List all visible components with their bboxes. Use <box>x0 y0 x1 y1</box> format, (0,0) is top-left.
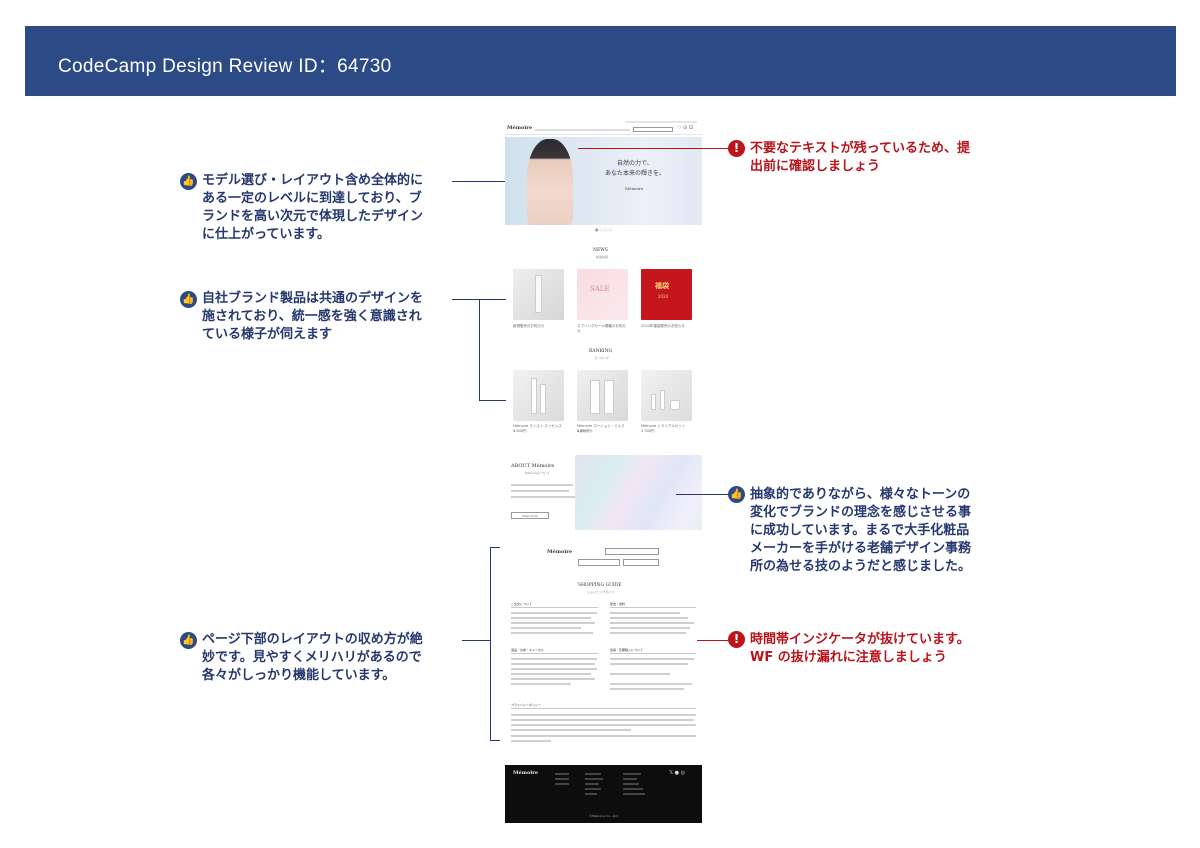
mock-news-title: NEWS <box>593 248 608 253</box>
mock-guide-section-4: 会員・定期購入について <box>610 648 643 652</box>
mock-carousel-dots: ●○○○ <box>595 227 613 232</box>
mock-news-subtitle: 新着情報 <box>596 255 609 259</box>
mock-guide-section-3: 返品・交換・キャンセル <box>511 648 545 652</box>
mock-guide-title: SHOPPING GUIDE <box>578 583 622 588</box>
mock-ranking-title: RANKING <box>589 349 613 354</box>
mock-ranking-label-3: Mémoire トライアルセット <box>641 424 686 428</box>
mock-fukubukuro-text: 福袋 <box>655 282 669 290</box>
mock-search-box <box>633 127 673 132</box>
mock-nav-logo: Mémoire <box>507 125 533 131</box>
mock-ranking-label-1: Mémoire モイスト エッセンス <box>513 424 562 428</box>
connector-line <box>490 547 491 740</box>
comment-left-2: 自社ブランド製品は共通のデザインを 施されており、統一感を強く意識され ている様… <box>202 291 424 342</box>
mock-ranking-label-2: Mémoire ローション・ミルク 2点セット <box>577 424 625 433</box>
mock-banner-1 <box>605 548 659 555</box>
thumbs-up-icon: 👍 <box>180 291 197 308</box>
mock-hero-copy-2: あなた本来の輝きを。 <box>605 170 666 177</box>
header-bar: CodeCamp Design Review ID：64730 <box>25 26 1176 96</box>
mock-ranking-image-2 <box>577 370 628 421</box>
warning-icon: ! <box>728 631 745 648</box>
connector-line <box>462 640 490 641</box>
connector-line <box>676 494 728 495</box>
thumbs-up-icon: 👍 <box>180 632 197 649</box>
mock-cart-icon: ♡ ⊙ ⊡ <box>677 125 694 131</box>
mock-hero-banner: 自然の力で、 あなた本来の輝きを。 Mémoire <box>505 137 702 225</box>
mock-about-subtitle: Mémoireについて <box>525 471 550 475</box>
mock-news-label-1: 新規販売のお知らせ <box>513 324 545 328</box>
connector-line <box>490 547 500 548</box>
mock-about-iridescent-image <box>575 455 702 530</box>
mock-guide-section-2: 配送・送料 <box>610 602 626 606</box>
connector-line <box>490 740 500 741</box>
mock-ranking-price-3: 3,300円 <box>641 429 655 433</box>
mock-footer: Mémoire 𝕏 ● ◎ ©Mémoire Co., Ltd. <box>505 765 702 823</box>
mock-ranking-price-1: 6,600円 <box>513 429 527 433</box>
mock-guide-section-1: ご注文について <box>511 602 532 606</box>
mock-news-image-1 <box>513 269 564 320</box>
mock-ranking-subtitle: ランキング <box>594 356 609 360</box>
thumbs-up-icon: 👍 <box>728 486 745 503</box>
mock-sale-text: SALE <box>590 285 610 293</box>
mock-news-label-3: 2024年福袋販売のお知らせ <box>641 324 685 328</box>
page-title: CodeCamp Design Review ID：64730 <box>58 56 392 77</box>
mock-guide-subtitle: ショッピングガイド <box>587 590 615 594</box>
mock-footer-copyright: ©Mémoire Co., Ltd. <box>589 814 619 818</box>
mock-footer-logo: Mémoire <box>513 770 539 776</box>
warning-icon: ! <box>728 140 745 157</box>
connector-line <box>479 299 480 400</box>
mock-ranking-image-3 <box>641 370 692 421</box>
mock-hero-copy-1: 自然の力で、 <box>617 160 653 167</box>
mock-banner-2 <box>578 559 620 566</box>
connector-line <box>697 640 728 641</box>
mock-footer-social-icons: 𝕏 ● ◎ <box>669 770 685 776</box>
connector-line <box>578 148 728 149</box>
mock-about-button: View more <box>511 512 549 519</box>
comment-right-1: 不要なテキストが残っているため、提 出前に確認しましょう <box>750 141 970 174</box>
mock-hero-model <box>527 139 573 225</box>
comment-right-2: 抽象的でありながら、様々なトーンの 変化でブランドの理念を感じさせる事 に成功し… <box>750 487 972 574</box>
mock-banner-3 <box>623 559 659 566</box>
comment-right-3: 時間帯インジケータが抜けています。 WF の抜け漏れに注意しましょう <box>750 632 970 665</box>
thumbs-up-icon: 👍 <box>180 173 197 190</box>
mock-about-title: ABOUT Mémoire <box>511 463 555 469</box>
mock-news-image-2: SALE <box>577 269 628 320</box>
connector-line <box>452 181 505 182</box>
mock-fukubukuro-year: 2024 <box>658 294 669 299</box>
comment-left-1: モデル選び・レイアウト含め全体的に ある一定のレベルに到達しており、ブ ランドを… <box>202 173 424 242</box>
mock-hero-brand: Mémoire <box>625 186 644 191</box>
mock-news-image-3: 福袋 2024 <box>641 269 692 320</box>
connector-line <box>479 400 506 401</box>
mock-guide-privacy: プライバシーポリシー <box>511 703 541 707</box>
mock-news-label-2: スプリングセール開催のお知らせ <box>577 324 626 333</box>
mock-ranking-price-2: 8,800円 <box>577 429 591 433</box>
mock-mid-logo: Mémoire <box>547 549 573 555</box>
comment-left-3: ページ下部のレイアウトの収め方が絶 妙です。見やすくメリハリがあるので 各々がし… <box>202 632 423 683</box>
mock-ranking-image-1 <box>513 370 564 421</box>
website-mockup: Mémoire ♡ ⊙ ⊡ 自然の力で、 あなた本来の輝きを。 Mémoire … <box>505 118 702 823</box>
